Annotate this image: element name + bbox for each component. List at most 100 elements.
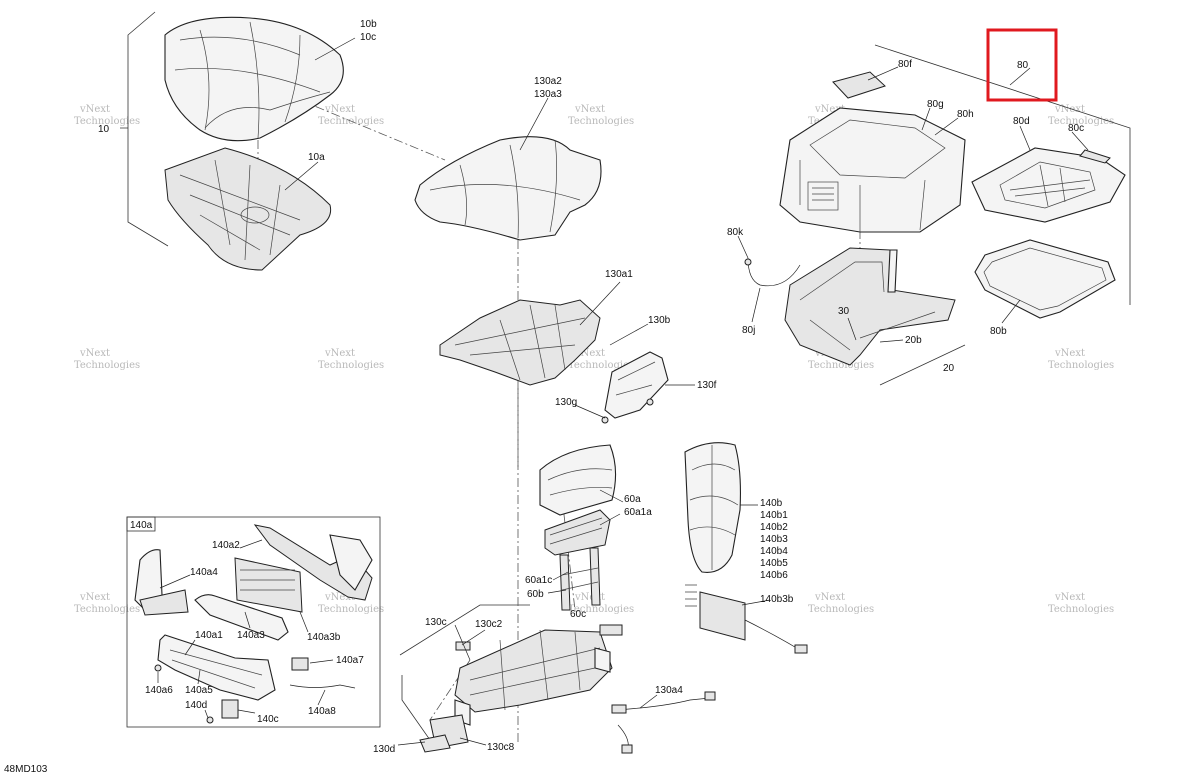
part-label: 140c	[257, 714, 279, 725]
part-label: 140a7	[336, 655, 364, 666]
hinge-80c	[1079, 149, 1111, 164]
bracket-80	[874, 44, 1131, 305]
bracket-20	[879, 344, 966, 386]
highlight-box-80	[986, 28, 1058, 102]
svg-text:Technologies: Technologies	[568, 116, 634, 127]
part-label: 30	[838, 306, 850, 317]
leader-lines	[120, 37, 1089, 746]
part-label: 130a3	[534, 89, 562, 100]
svg-text:Technologies: Technologies	[74, 604, 140, 615]
part-label: 140b4	[760, 546, 788, 557]
harness-board	[234, 557, 303, 613]
cover-140a2	[329, 534, 373, 591]
svg-text:vNext: vNext	[79, 104, 110, 115]
pad-60c	[599, 624, 623, 636]
inset-140a: 140a	[126, 516, 381, 728]
part-label: 80g	[927, 99, 944, 110]
svg-text:Technologies: Technologies	[1048, 604, 1114, 615]
harness-140b3b	[685, 584, 808, 654]
svg-text:vNext: vNext	[79, 348, 110, 359]
part-label: 60a	[624, 494, 641, 505]
part-label: 10c	[360, 32, 376, 43]
seat-structure-130c	[454, 624, 623, 726]
harness-130a4	[611, 691, 716, 754]
svg-text:vNext: vNext	[324, 348, 355, 359]
svg-text:vNext: vNext	[1054, 104, 1085, 115]
switch-140a7	[291, 657, 309, 671]
bracket-130c	[399, 604, 530, 656]
harness-140a8	[289, 684, 356, 689]
part-label: 80h	[957, 109, 974, 120]
svg-text:Technologies: Technologies	[808, 604, 874, 615]
part-label: 130a2	[534, 76, 562, 87]
part-label: 130c8	[487, 742, 515, 753]
svg-text:vNext: vNext	[814, 104, 845, 115]
screw-140d	[206, 716, 214, 724]
part-label: 140a4	[190, 567, 218, 578]
screw	[601, 416, 609, 424]
svg-text:Technologies: Technologies	[808, 360, 874, 371]
diagram-id: 48MD103	[4, 764, 48, 775]
bar-140a3	[194, 594, 289, 641]
inset-frame	[126, 516, 381, 728]
part-label: 140b6	[760, 570, 788, 581]
screw-140a6	[154, 664, 162, 672]
part-label: 60a1a	[624, 507, 652, 518]
seat-base-10a	[164, 147, 332, 271]
part-label: 130c2	[475, 619, 503, 630]
part-label: 140a3	[237, 630, 265, 641]
part-label: 130a1	[605, 269, 633, 280]
part-label: 80j	[742, 325, 755, 336]
part-label: 140b1	[760, 510, 788, 521]
part-label: 80d	[1013, 116, 1030, 127]
svg-text:vNext: vNext	[574, 348, 605, 359]
part-label: 80c	[1068, 123, 1084, 134]
svg-text:vNext: vNext	[79, 592, 110, 603]
part-label: 80b	[990, 326, 1007, 337]
part-label: 140a1	[195, 630, 223, 641]
part-label: 140a5	[185, 685, 213, 696]
svg-text:vNext: vNext	[1054, 348, 1085, 359]
svg-text:Technologies: Technologies	[74, 116, 140, 127]
seat-frame-130a1	[439, 299, 601, 386]
part-label: 60c	[570, 609, 586, 620]
plate-130d	[419, 714, 469, 753]
svg-text:Technologies: Technologies	[1048, 116, 1114, 127]
backrest-60a	[539, 444, 617, 611]
svg-text:Technologies: Technologies	[568, 360, 634, 371]
part-label: 80k	[727, 227, 744, 238]
group-brackets	[127, 11, 1131, 741]
svg-text:vNext: vNext	[814, 592, 845, 603]
part-label: 140b5	[760, 558, 788, 569]
storage-box-80	[779, 107, 966, 233]
part-label: 140b3b	[760, 594, 794, 605]
screw	[646, 398, 654, 406]
armrest-frame-140a2	[253, 524, 373, 601]
cable-80j	[744, 257, 801, 287]
part-label: 130c	[425, 617, 447, 628]
part-label: 130f	[697, 380, 717, 391]
part-label: 10a	[308, 152, 325, 163]
part-label: 140a6	[145, 685, 173, 696]
cover-140a1	[157, 634, 276, 701]
frame-20	[784, 247, 956, 366]
part-label: 80f	[898, 59, 912, 70]
part-label: 140a2	[212, 540, 240, 551]
lid-80d	[971, 147, 1126, 223]
svg-text:Technologies: Technologies	[74, 360, 140, 371]
bezel-140d	[221, 699, 239, 719]
svg-text:Technologies: Technologies	[318, 604, 384, 615]
part-label: 130d	[373, 744, 395, 755]
part-label: 60a1c	[525, 575, 552, 586]
part-labels: 10b 10c 10 10a 130a2 130a3 130a1 130b 13…	[4, 19, 1084, 775]
